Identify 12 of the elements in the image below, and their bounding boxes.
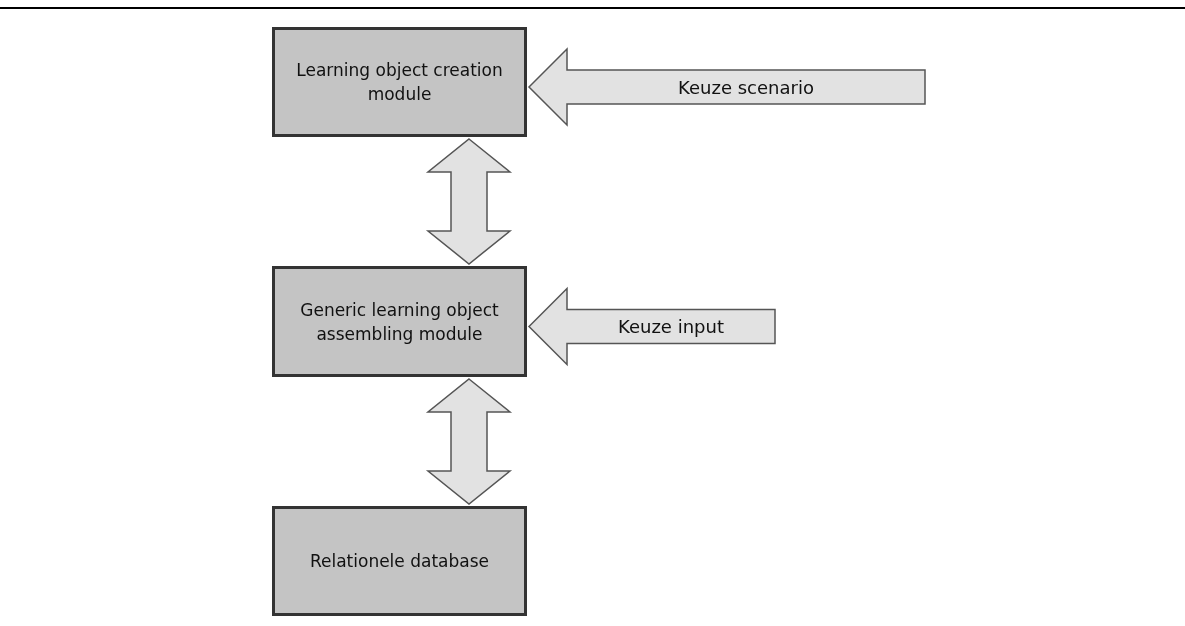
block-arrow bbox=[527, 47, 926, 127]
edge-label: Keuze input bbox=[618, 315, 724, 339]
double-block-arrow bbox=[425, 378, 513, 505]
edge-label: Keuze scenario bbox=[678, 75, 814, 100]
box-label: Learning object creation module bbox=[295, 59, 504, 106]
block-arrow bbox=[527, 286, 776, 367]
module-box bbox=[272, 266, 527, 377]
double-block-arrow bbox=[425, 138, 513, 265]
module-box bbox=[272, 506, 527, 616]
box-label: Relationele database bbox=[309, 550, 490, 573]
module-box bbox=[272, 27, 527, 137]
box-label: Generic learning object assembling module bbox=[299, 298, 500, 346]
